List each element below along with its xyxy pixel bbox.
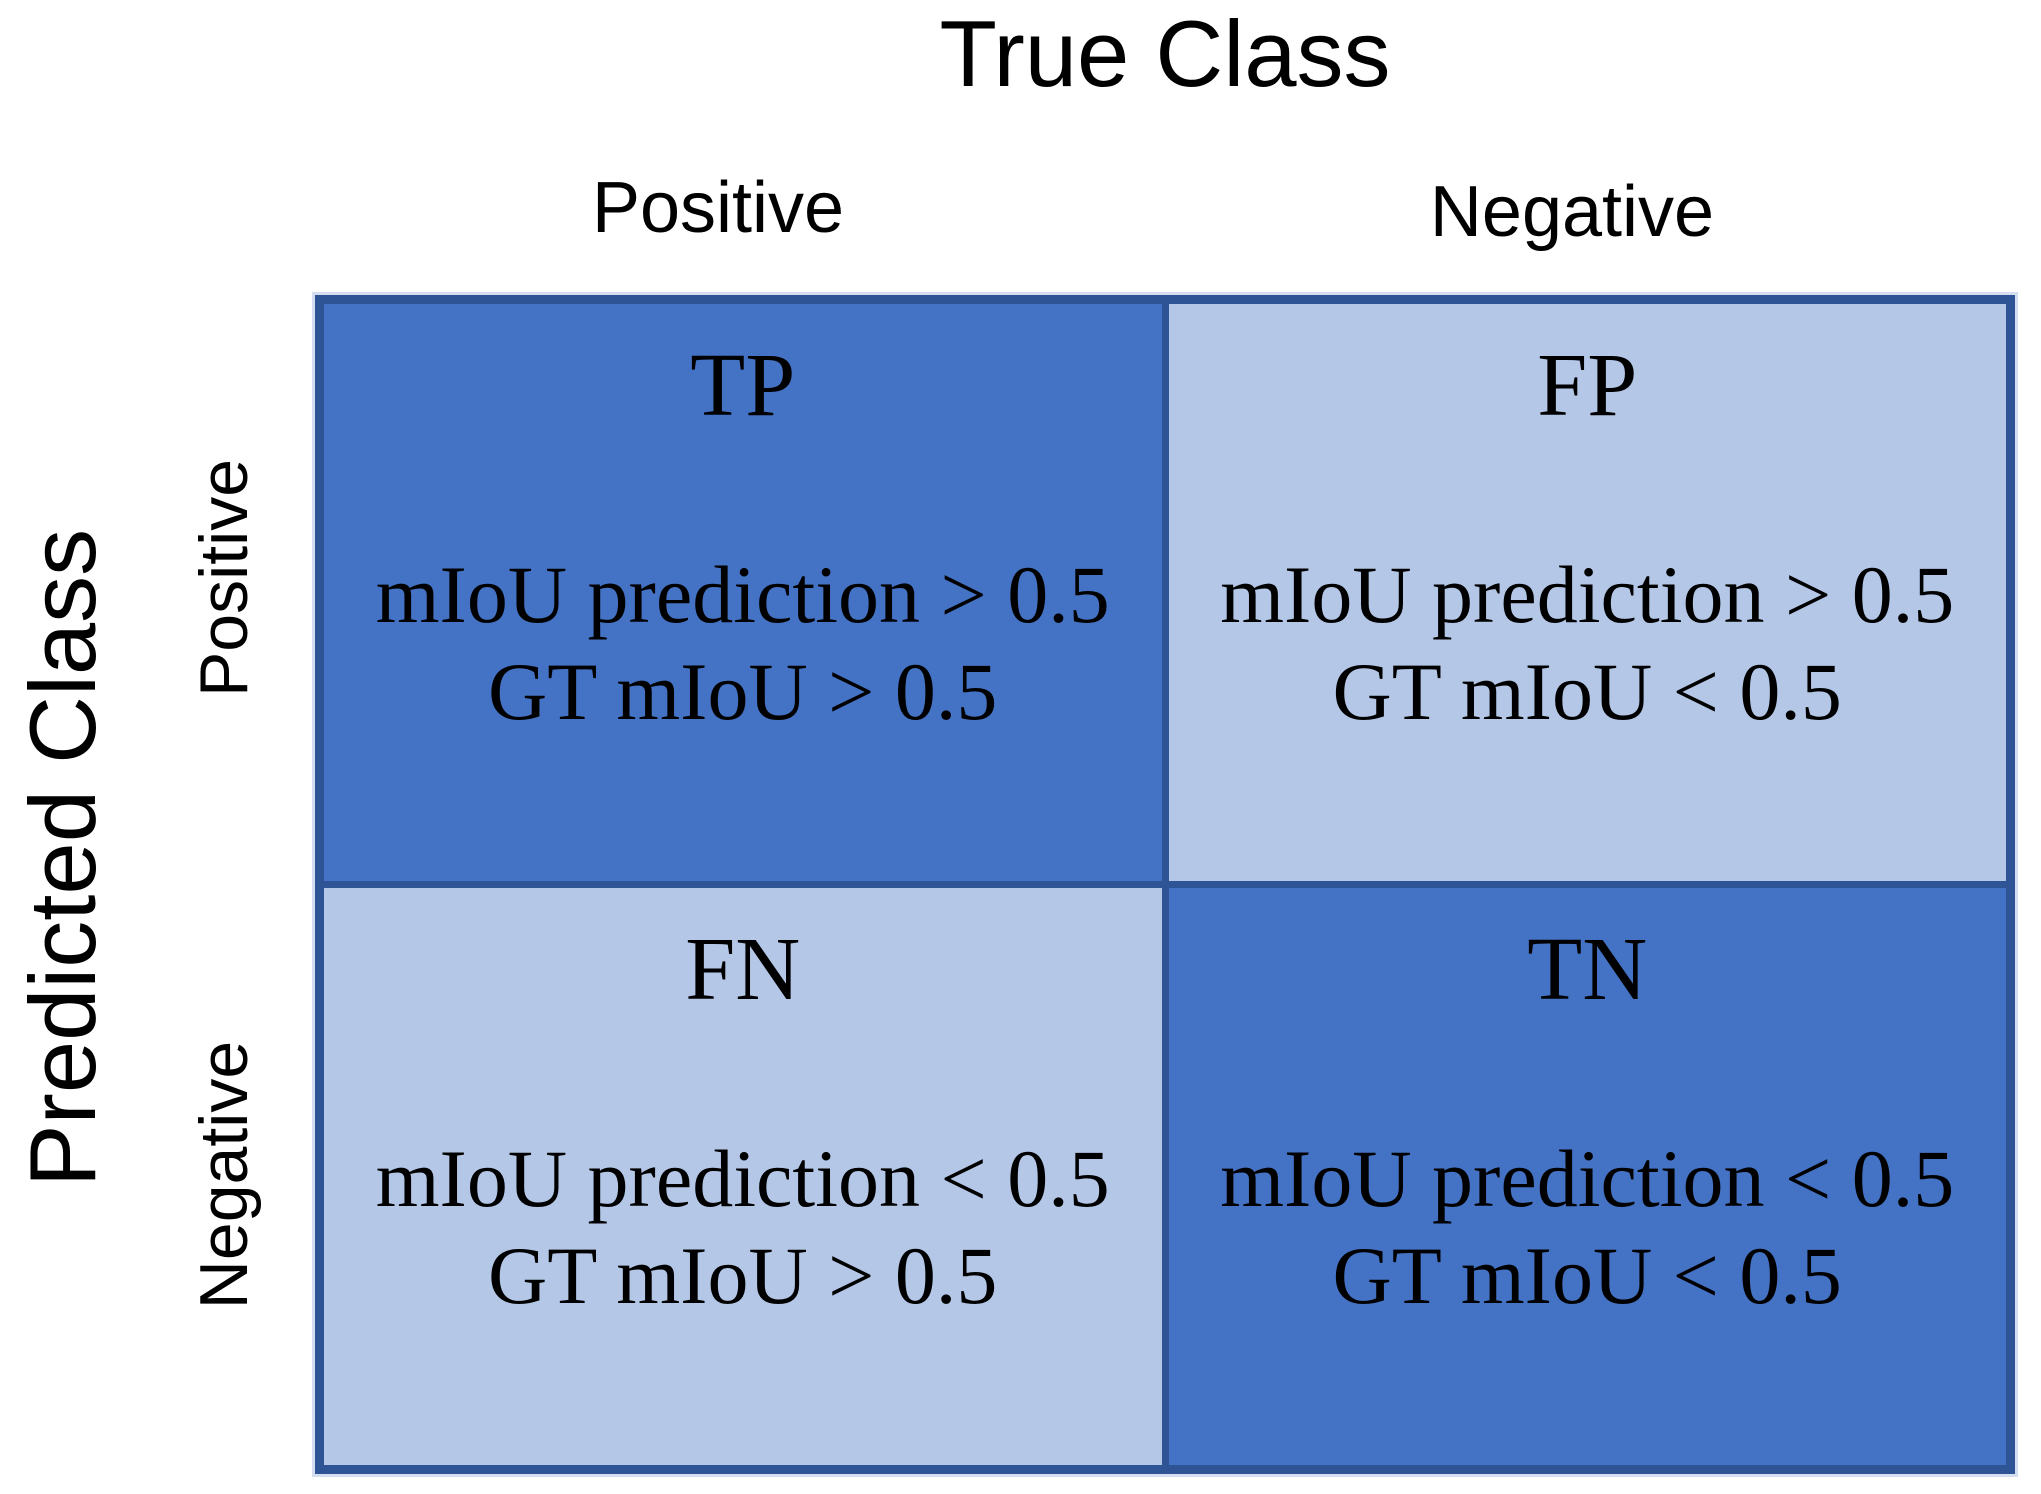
cell-false-positive-condition-1: mIoU prediction > 0.5 [1220, 549, 1955, 640]
row-header-positive: Positive [186, 458, 262, 698]
col-header-positive: Positive [591, 168, 845, 248]
cell-true-negative-condition-1: mIoU prediction < 0.5 [1220, 1133, 1955, 1224]
cell-false-positive-conditions: mIoU prediction > 0.5 GT mIoU < 0.5 [1220, 547, 1954, 741]
cell-false-negative-condition-1: mIoU prediction < 0.5 [375, 1133, 1110, 1224]
confusion-matrix-grid: TP mIoU prediction > 0.5 GT mIoU > 0.5 F… [315, 295, 2015, 1474]
cell-true-negative-conditions: mIoU prediction < 0.5 GT mIoU < 0.5 [1220, 1131, 1954, 1325]
cell-true-negative: TN mIoU prediction < 0.5 GT mIoU < 0.5 [1168, 888, 2006, 1465]
cell-true-negative-condition-2: GT mIoU < 0.5 [1332, 1229, 1842, 1321]
row-header-negative: Negative [186, 1040, 262, 1310]
cell-false-negative-conditions: mIoU prediction < 0.5 GT mIoU > 0.5 [376, 1131, 1110, 1325]
col-header-negative: Negative [1429, 172, 1715, 252]
cell-false-positive-label: FP [1537, 336, 1638, 435]
cell-true-positive-condition-1: mIoU prediction > 0.5 [375, 549, 1110, 640]
cell-false-negative-condition-2: GT mIoU > 0.5 [488, 1229, 998, 1321]
cell-false-negative-label: FN [685, 920, 801, 1019]
cell-false-positive: FP mIoU prediction > 0.5 GT mIoU < 0.5 [1168, 304, 2006, 881]
true-class-axis-title: True Class [939, 1, 1391, 106]
cell-true-negative-label: TN [1527, 920, 1648, 1019]
cell-false-negative: FN mIoU prediction < 0.5 GT mIoU > 0.5 [324, 888, 1162, 1465]
cell-true-positive-label: TP [690, 336, 796, 435]
cell-false-positive-condition-2: GT mIoU < 0.5 [1332, 645, 1842, 737]
predicted-class-axis-title: Predicted Class [10, 528, 115, 1188]
cell-true-positive-conditions: mIoU prediction > 0.5 GT mIoU > 0.5 [376, 547, 1110, 741]
cell-true-positive: TP mIoU prediction > 0.5 GT mIoU > 0.5 [324, 304, 1162, 881]
cell-true-positive-condition-2: GT mIoU > 0.5 [488, 645, 998, 737]
